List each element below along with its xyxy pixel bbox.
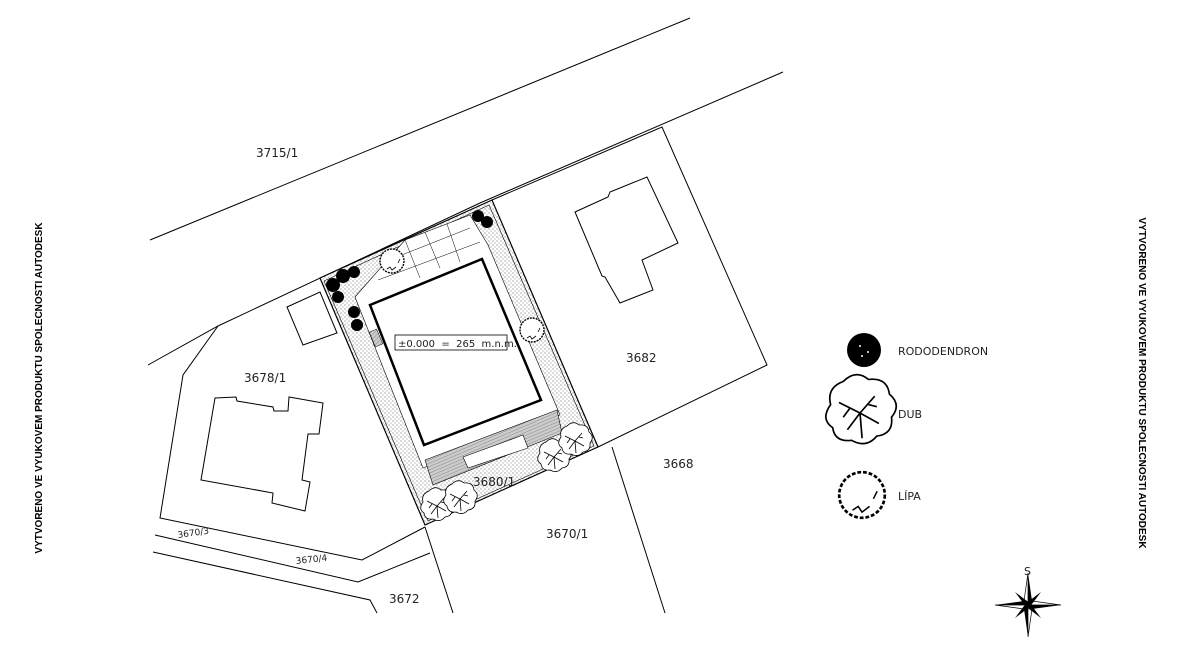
watermark-right: VYTVORENO VE VYUKOVEM PRODUKTU SPOLECNOS… xyxy=(1136,217,1147,549)
parcel-label: 3668 xyxy=(663,457,694,471)
legend-label: LÍPA xyxy=(898,490,921,503)
linden-tree-icon xyxy=(519,317,545,343)
legend-label: DUB xyxy=(898,408,922,421)
neighbor-house-3682 xyxy=(574,176,679,304)
rhododendron-cluster xyxy=(326,210,493,331)
neighbor-house-3678 xyxy=(200,396,324,512)
linden-tree-icon xyxy=(837,470,887,520)
parcel-label: 3670/4 xyxy=(295,554,328,567)
legend-label: RODODENDRON xyxy=(898,345,988,358)
elevation-label-box xyxy=(394,334,508,351)
compass-label: S xyxy=(1024,565,1031,578)
parcel-label: 3682 xyxy=(626,351,657,365)
parcel-label: 3680/1 xyxy=(473,475,515,489)
parcel-label: 3678/1 xyxy=(244,371,286,385)
parcel-label: 3670/3 xyxy=(177,527,210,541)
elevation-label: ±0.000 = 265 m.n.m. xyxy=(398,339,517,350)
legend: RODODENDRON DUB LÍPA xyxy=(824,333,988,520)
parcel-label: 3670/1 xyxy=(546,527,588,541)
parcel-label: 3715/1 xyxy=(256,146,298,160)
oak-tree-icon xyxy=(824,373,898,445)
parcel-label: 3672 xyxy=(389,592,420,606)
oak-tree-icon xyxy=(558,422,593,457)
parcel-boundaries xyxy=(147,17,784,614)
plot-3680-1 xyxy=(319,199,599,526)
linden-tree-icon xyxy=(379,248,405,274)
outbuilding xyxy=(286,291,338,346)
rhododendron-icon xyxy=(847,333,881,367)
watermark-left: VYTVORENO VE VYUKOVEM PRODUKTU SPOLECNOS… xyxy=(34,222,45,554)
compass-rose-icon xyxy=(994,572,1062,638)
house-footprint xyxy=(368,257,543,447)
